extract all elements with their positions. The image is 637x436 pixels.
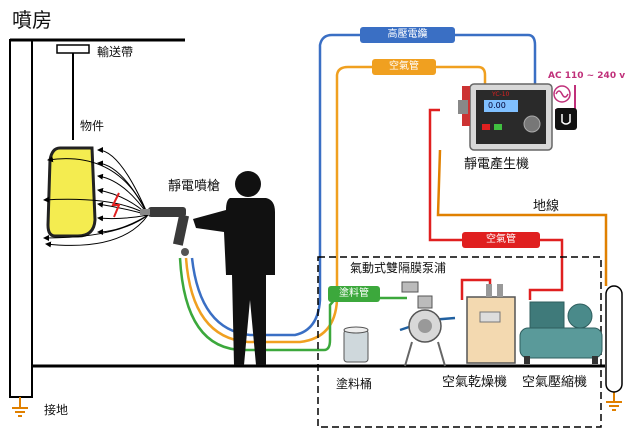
compressor-label: 空氣壓縮機 xyxy=(522,375,588,390)
generator-label: 靜電產生機 xyxy=(464,157,530,172)
pump-label: 氣動式雙隔膜泵浦 xyxy=(350,261,447,275)
ground-symbol-right xyxy=(606,392,622,411)
operator-silhouette xyxy=(193,171,275,365)
conveyor-label: 輸送帶 xyxy=(97,45,134,59)
power-supply-icon xyxy=(553,85,577,130)
dryer-label: 空氣乾燥機 xyxy=(442,375,508,390)
static-generator xyxy=(458,83,553,151)
workpiece xyxy=(46,146,97,238)
power-label: AC 110 ~ 240 v xyxy=(548,71,626,81)
ground-rod xyxy=(605,285,623,393)
air-dryer-icon xyxy=(466,284,516,364)
ground-wire-label: 地線 xyxy=(533,199,560,214)
ground-symbol-left xyxy=(12,397,28,417)
paint-hose-tag: 塗料管 xyxy=(328,286,380,302)
air-hose-tag-top: 空氣管 xyxy=(372,59,436,75)
spark-icon xyxy=(111,192,121,218)
hv-cable-tag: 高壓電纜 xyxy=(360,27,455,43)
spray-gun-label: 靜電噴槍 xyxy=(168,179,221,194)
diaphragm-pump-icon xyxy=(401,281,446,367)
air-compressor-icon xyxy=(519,301,603,364)
spray-gun-icon xyxy=(140,207,190,256)
booth-label: 噴房 xyxy=(12,8,52,32)
workpiece-label: 物件 xyxy=(80,119,105,133)
earth-label: 接地 xyxy=(44,403,69,417)
conveyor xyxy=(56,44,90,140)
generator-display: 0.00 xyxy=(488,101,506,110)
generator-model: YC-10 xyxy=(492,91,510,98)
air-hose-tag-red: 空氣管 xyxy=(462,232,540,248)
paint-bucket-label: 塗料桶 xyxy=(336,377,373,391)
paint-bucket-icon xyxy=(343,326,369,363)
